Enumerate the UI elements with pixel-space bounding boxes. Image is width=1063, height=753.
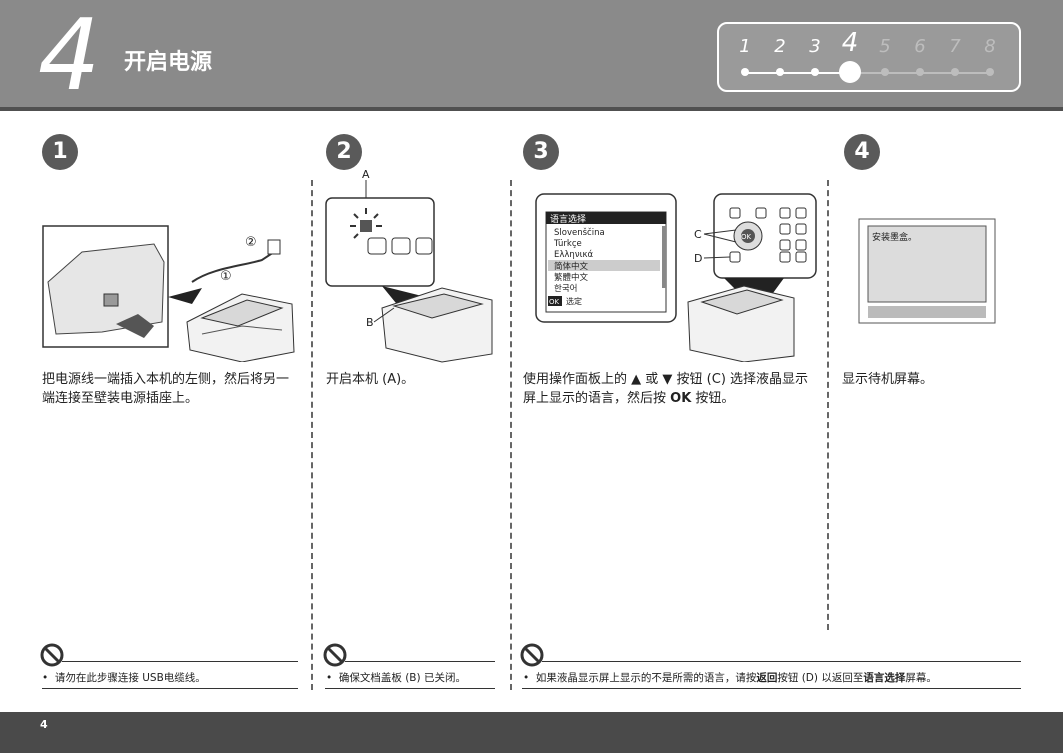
step-1-badge: 1 [42,134,78,170]
note-3: • 如果液晶显示屏上显示的不是所需的语言，请按返回按钮 (D) 以返回至语言选择… [523,672,937,684]
up-arrow-icon: ▲ [631,372,642,387]
step-1-description: 把电源线一端插入本机的左侧，然后将另一端连接至壁装电源插座上。 [42,372,290,406]
progress-step-1: 1 [739,36,751,57]
note-1: • 请勿在此步骤连接 USB电缆线。 [42,672,206,684]
standby-lcd-text: 安装墨盒。 [872,231,917,243]
step-4-badge: 4 [844,134,880,170]
ok-button-label: OK [741,233,752,241]
progress-dot [916,68,924,76]
progress-dot-current [839,61,861,83]
lcd-item: Türkçe [553,239,582,249]
progress-step-4: 4 [841,28,859,58]
note-rule [325,688,495,689]
lcd-item: Ελληνικά [554,250,593,260]
page-number: 4 [40,718,48,731]
step-number: 4 [38,0,101,113]
progress-line-done [744,72,849,74]
page-title: 开启电源 [124,50,213,75]
progress-dot [811,68,819,76]
callout-a: A [362,168,370,181]
header-strip [0,107,1063,111]
lcd-title: 语言选择 [550,213,586,225]
note-rule [522,688,1021,689]
standby-screen-illustration: 安装墨盒。 [858,218,996,324]
note-2: • 确保文档盖板 (B) 已关闭。 [326,672,466,684]
step-3-description: 使用操作面板上的 ▲ 或 ▼ 按钮 (C) 选择液晶显示屏上显示的语言，然后按 … [523,372,809,406]
power-cord-illustration: ② ① [42,225,295,362]
callout-c: C [694,228,702,241]
no-icon [520,643,544,667]
note-rule [542,661,1021,662]
step-2-description: 开启本机 (A)。 [326,372,415,387]
callout-1: ① [220,269,232,284]
step-2-badge: 2 [326,134,362,170]
footer-bar [0,712,1063,753]
progress-dot [951,68,959,76]
callout-d: D [694,252,702,265]
step-3-badge: 3 [523,134,559,170]
callout-b: B [366,316,374,329]
progress-step-2: 2 [774,36,786,57]
down-arrow-icon: ▼ [662,372,673,387]
lcd-item-selected: 简体中文 [554,261,589,272]
lcd-item: 한국어 [554,283,577,294]
progress-indicator: 1 2 3 4 5 6 7 8 [717,22,1021,92]
lcd-footer-label: 选定 [566,296,582,306]
no-icon [40,643,64,667]
note-rule [62,661,298,662]
callout-2: ② [245,235,257,250]
lcd-item: 繁體中文 [554,272,589,283]
power-button-illustration: A B [325,168,493,363]
progress-step-5: 5 [879,36,891,57]
lcd-item: Slovenščina [554,227,605,238]
progress-dot [776,68,784,76]
lcd-footer-ok: OK [549,298,560,306]
column-divider [827,180,829,630]
step-4-description: 显示待机屏幕。 [842,372,934,387]
progress-step-7: 7 [949,36,961,57]
column-divider [510,180,512,690]
progress-dot [741,68,749,76]
note-rule [42,688,298,689]
lcd-language-illustration: 语言选择 Slovenščina Türkçe Ελληνικά 简体中文 繁體… [535,193,817,362]
note-rule [345,661,495,662]
no-icon [323,643,347,667]
progress-step-6: 6 [914,36,926,57]
progress-step-3: 3 [809,36,821,57]
column-divider [311,180,313,690]
progress-dot [986,68,994,76]
progress-step-8: 8 [984,36,996,57]
progress-dot [881,68,889,76]
